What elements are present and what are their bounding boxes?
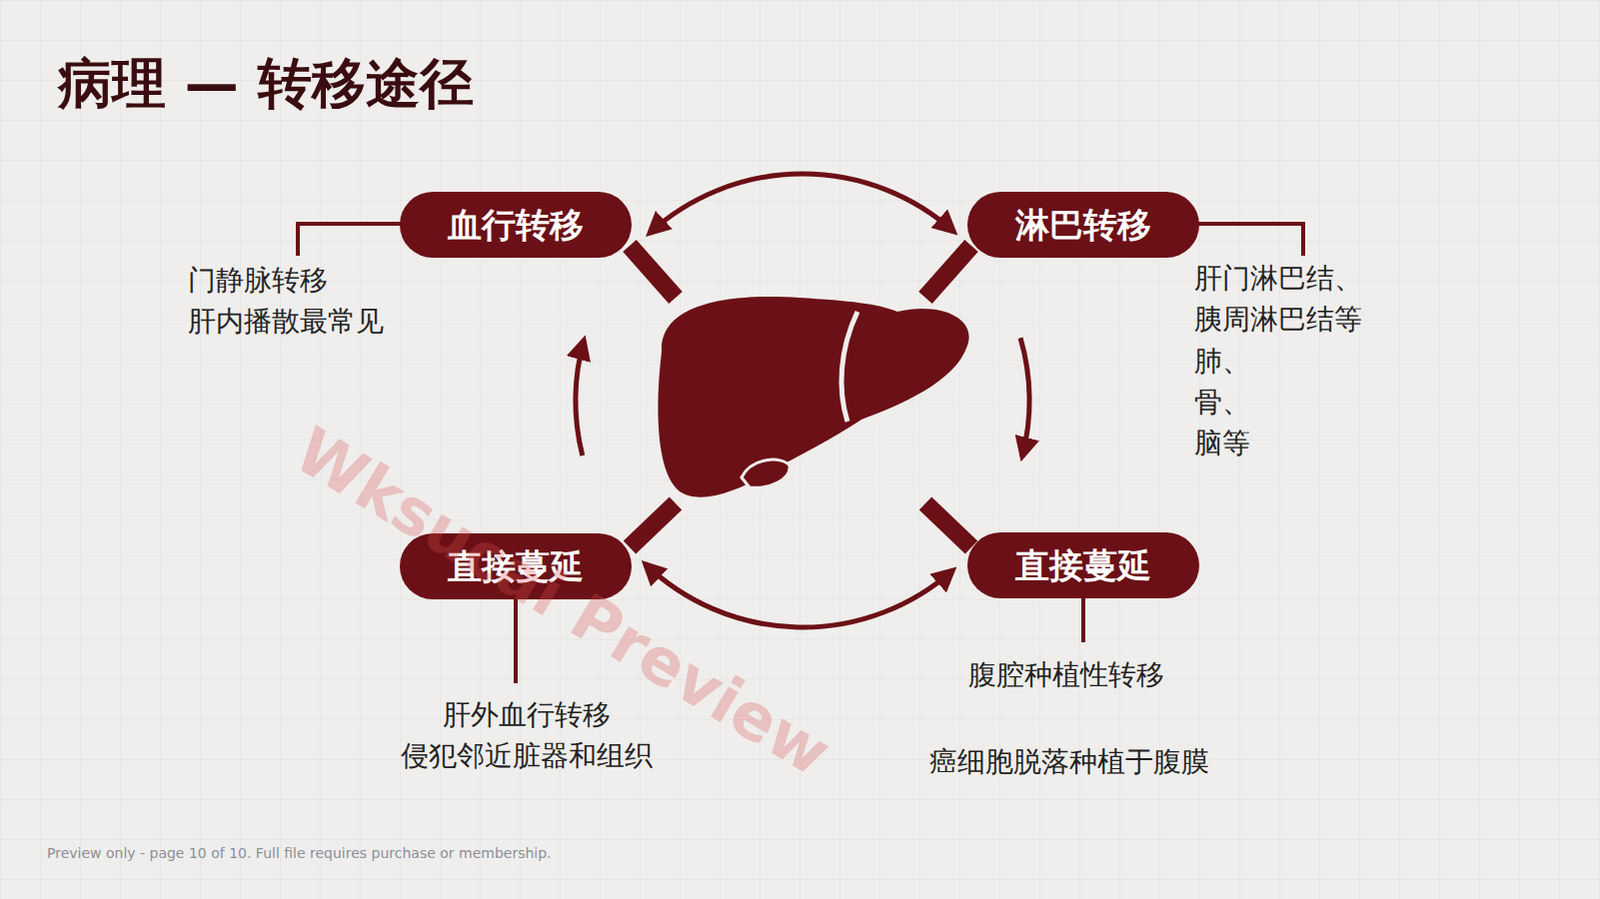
cycle-arrow [644,563,953,628]
liver-shape [657,296,969,498]
route-note: 肝外血行转移 侵犯邻近脏器和组织 [400,694,653,777]
route-note: 肝门淋巴结、 胰周淋巴结等 [1194,257,1363,340]
connector-bars [629,245,972,548]
route-pill: 血行转移 [399,191,632,258]
liver-lobe-line [841,311,858,422]
slide-title: 病理 — 转移途径 [57,47,474,121]
route-note: 肺、骨、脑等 [1194,340,1251,464]
route-note: 腹腔种植性转移 [968,654,1165,696]
leader-lines [297,223,1304,684]
cycle-arrow [649,173,955,234]
footer-note: Preview only - page 10 of 10. Full file … [46,845,552,863]
cycle-arrow [575,339,584,456]
pill-label: 淋巴转移 [1015,204,1152,246]
liver-caudate [741,459,790,488]
route-note: 癌细胞脱落种植于腹膜 [929,741,1210,783]
pill-label: 直接蔓延 [1015,545,1152,587]
route-pill: 直接蔓延 [967,532,1200,599]
cycle-arrow [1020,337,1030,457]
route-pill: 淋巴转移 [967,191,1200,258]
route-note: 门静脉转移 肝内播散最常见 [187,259,384,342]
pill-label: 血行转移 [447,204,584,246]
